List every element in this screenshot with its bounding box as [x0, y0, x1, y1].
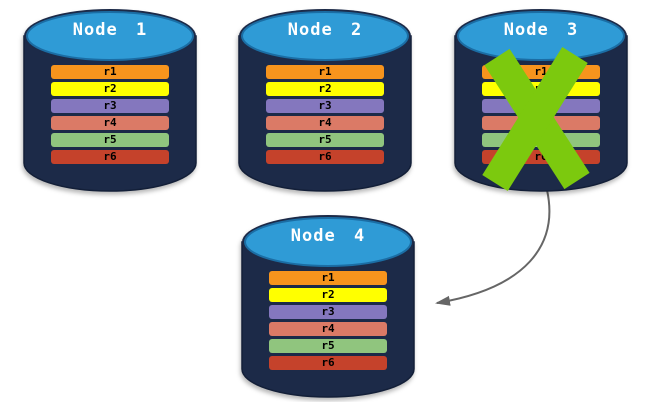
- arrow-curve: [435, 189, 551, 306]
- node-2: Node 2 r1 r2 r3 r4 r5 r6: [237, 5, 413, 195]
- node-4: Node 4 r1 r2 r3 r4 r5 r6: [240, 211, 416, 401]
- replica-row-r4: r4: [482, 116, 600, 130]
- replica-row-r5: r5: [51, 133, 169, 147]
- replica-row-r6: r6: [51, 150, 169, 164]
- cylinder-top: [244, 217, 412, 267]
- cylinder-top: [26, 11, 194, 61]
- replica-row-r2: r2: [269, 288, 387, 302]
- replica-row-r5: r5: [266, 133, 384, 147]
- replica-row-r1: r1: [266, 65, 384, 79]
- replica-rows: r1 r2 r3 r4 r5 r6: [266, 65, 384, 167]
- replica-row-r1: r1: [482, 65, 600, 79]
- cylinder-top: [241, 11, 409, 61]
- replica-row-r6: r6: [266, 150, 384, 164]
- replica-row-r6: r6: [482, 150, 600, 164]
- node-title: Node 2: [287, 20, 363, 40]
- node-1: Node 1 r1 r2 r3 r4 r5 r6: [22, 5, 198, 195]
- replica-row-r4: r4: [266, 116, 384, 130]
- node-title: Node 4: [290, 226, 366, 246]
- replica-row-r4: r4: [51, 116, 169, 130]
- replica-rows: r1 r2 r3 r4 r5 r6: [482, 65, 600, 167]
- replica-rows: r1 r2 r3 r4 r5 r6: [51, 65, 169, 167]
- replica-row-r3: r3: [51, 99, 169, 113]
- replica-row-r5: r5: [269, 339, 387, 353]
- replica-row-r2: r2: [482, 82, 600, 96]
- replica-row-r6: r6: [269, 356, 387, 370]
- replica-row-r1: r1: [269, 271, 387, 285]
- replica-row-r2: r2: [266, 82, 384, 96]
- replica-row-r3: r3: [266, 99, 384, 113]
- replica-row-r3: r3: [269, 305, 387, 319]
- replica-row-r5: r5: [482, 133, 600, 147]
- replica-rows: r1 r2 r3 r4 r5 r6: [269, 271, 387, 373]
- node-3: Node 3 r1 r2 r3 r4 r5 r6: [453, 5, 629, 195]
- node-title: Node 1: [72, 20, 148, 40]
- replica-row-r3: r3: [482, 99, 600, 113]
- replica-row-r1: r1: [51, 65, 169, 79]
- replica-row-r2: r2: [51, 82, 169, 96]
- node-title: Node 3: [503, 20, 579, 40]
- replica-row-r4: r4: [269, 322, 387, 336]
